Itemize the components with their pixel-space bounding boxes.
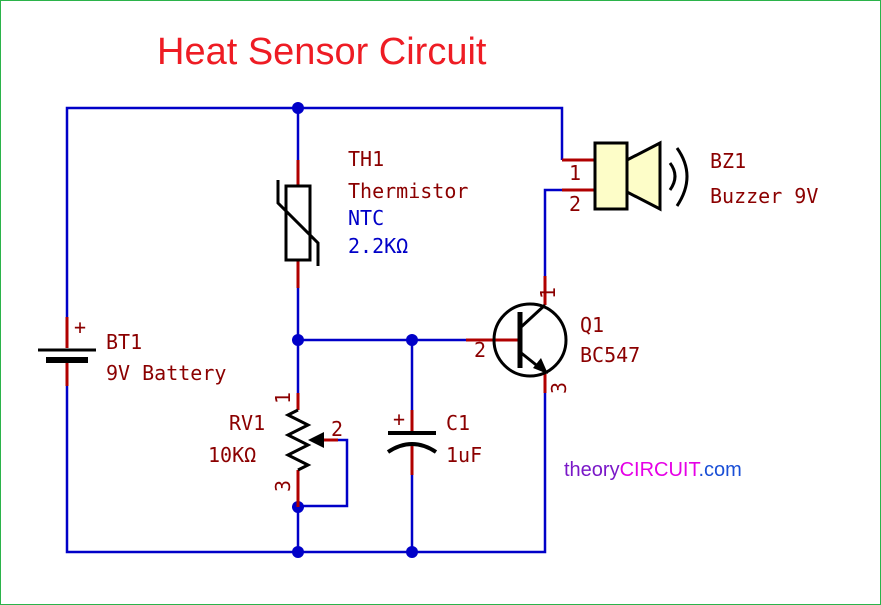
brand-suffix: .com: [698, 459, 741, 481]
bt1-value: 9V Battery: [106, 361, 226, 385]
th1-kind: NTC: [348, 206, 384, 230]
th1-value: 2.2KΩ: [348, 234, 408, 258]
capacitor-c1: + C1 1uF: [386, 407, 482, 475]
brand-prefix: theory: [564, 459, 620, 481]
bz1-pin2: 2: [569, 192, 581, 216]
junction-dot: [292, 102, 304, 114]
battery-bt1: + BT1 9V Battery: [38, 315, 226, 386]
th1-ref: TH1: [348, 147, 384, 171]
junction-dot: [406, 546, 418, 558]
buzzer-bz1: 1 2 BZ1 Buzzer 9V: [562, 140, 818, 216]
transistor-q1: 1 2 3 Q1 BC547: [466, 276, 640, 394]
junction-dot: [292, 334, 304, 346]
wire-bz-to-q1: [543, 188, 562, 276]
rv1-ref: RV1: [229, 411, 265, 435]
wire-bottom-rail: [65, 386, 547, 554]
junction-dot: [292, 546, 304, 558]
diagram-title: Heat Sensor Circuit: [157, 31, 487, 73]
junction-dot: [406, 334, 418, 346]
bz1-value: Buzzer 9V: [710, 184, 818, 208]
bz1-pin1: 1: [569, 161, 581, 185]
thermistor-th1: TH1 Thermistor NTC 2.2KΩ: [276, 147, 468, 288]
bz1-ref: BZ1: [710, 149, 746, 173]
q1-pin2: 2: [474, 338, 486, 362]
rv1-pin3: 3: [271, 480, 295, 492]
c1-value: 1uF: [446, 443, 482, 467]
wire-top-rail: [65, 106, 564, 317]
potentiometer-rv1: 1 2 3 RV1 10KΩ: [208, 392, 343, 507]
rv1-value: 10KΩ: [208, 443, 256, 467]
bt1-ref: BT1: [106, 330, 142, 354]
brand-watermark: theoryCIRCUIT.com: [564, 459, 742, 481]
rv1-pin2: 2: [331, 417, 343, 441]
q1-value: BC547: [580, 343, 640, 367]
rv1-pin1: 1: [271, 392, 295, 404]
c1-ref: C1: [446, 411, 470, 435]
bt1-plus: +: [74, 315, 86, 339]
wires: [65, 106, 564, 554]
q1-pin1: 1: [536, 287, 560, 299]
c1-plus: +: [393, 407, 405, 431]
q1-ref: Q1: [580, 313, 604, 337]
th1-type: Thermistor: [348, 179, 468, 203]
q1-pin3: 3: [547, 382, 571, 394]
brand-highlight: CIRCUIT: [620, 459, 701, 481]
wire-rv1-wiper-loop: [300, 438, 349, 508]
